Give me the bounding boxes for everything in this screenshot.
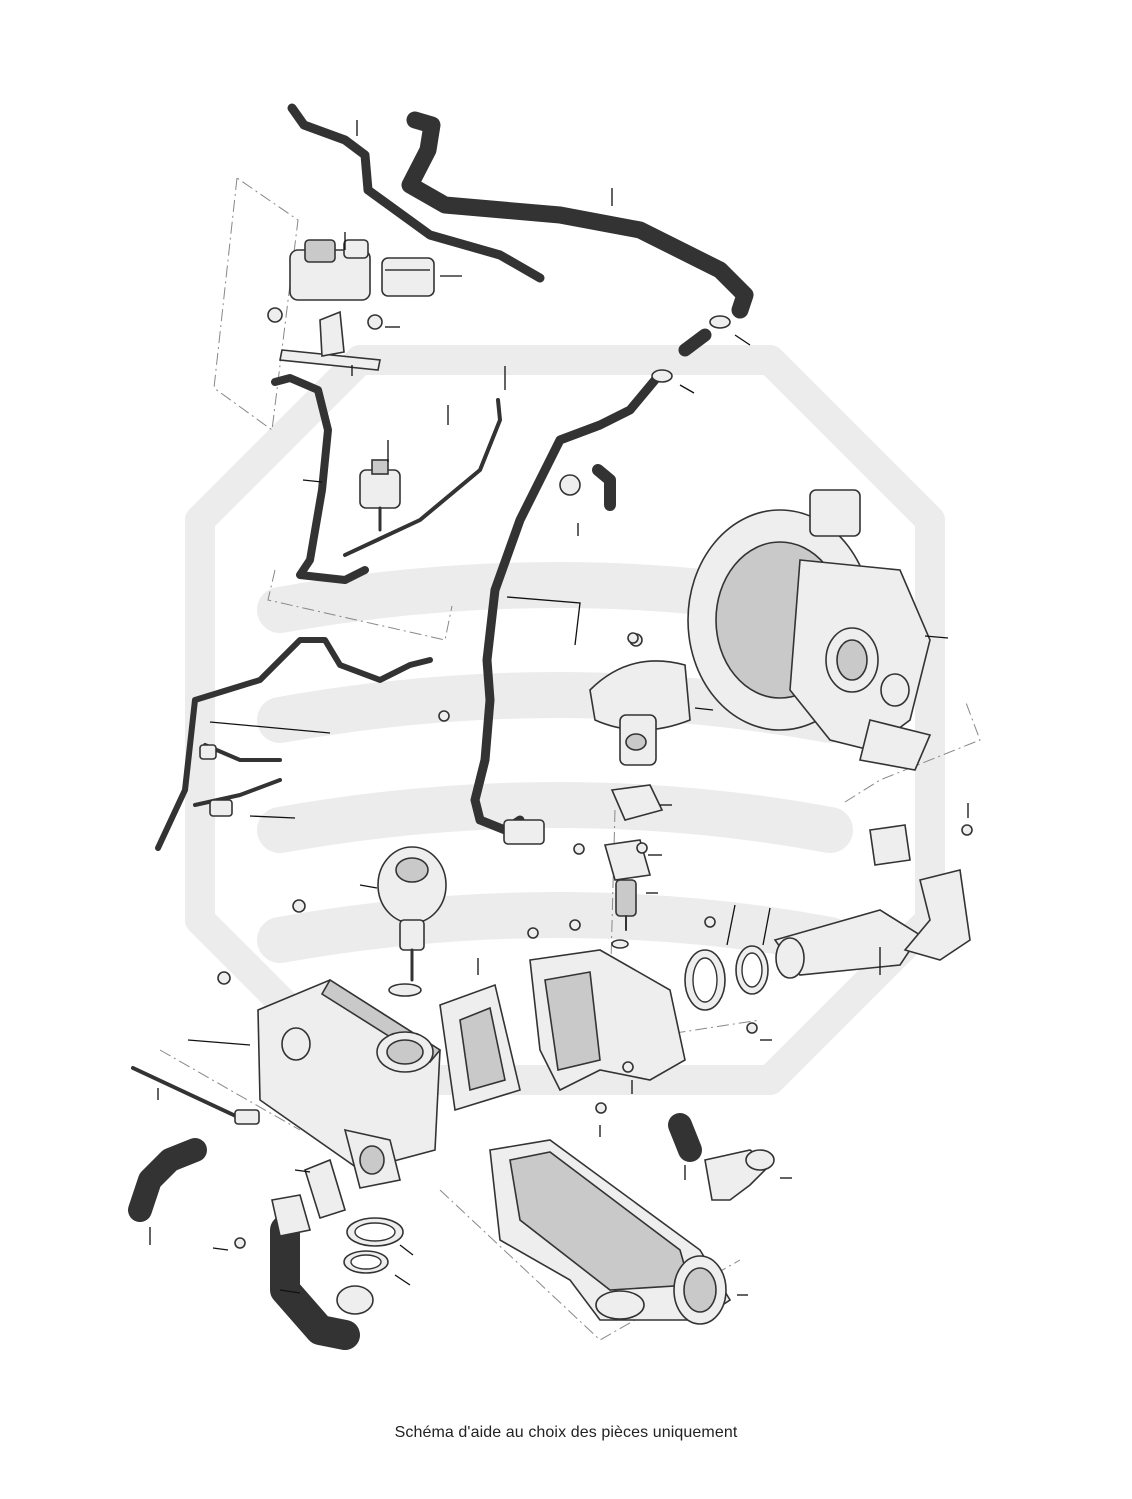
pressure-converter — [289, 239, 371, 301]
egr-cooler — [257, 978, 442, 1189]
bolts — [217, 632, 973, 1249]
breather-hose — [401, 111, 754, 319]
exhaust-pipe — [270, 1194, 374, 1350]
thermostat-housing — [704, 1149, 775, 1201]
diagram-caption: Schéma d'aide au choix des pièces unique… — [394, 1424, 738, 1441]
connector-plug — [381, 257, 435, 297]
coolant-pipe — [470, 375, 660, 845]
leader-lines — [149, 120, 969, 1296]
parts-diagram — [128, 103, 981, 1350]
egr-valve — [589, 633, 691, 821]
temperature-sensor — [131, 1066, 260, 1125]
vacuum-hose — [287, 103, 545, 283]
intake-pipe — [529, 869, 971, 1092]
wiring-harness — [155, 637, 433, 851]
solenoid-valve — [343, 398, 502, 557]
turbocharger — [687, 489, 932, 771]
coolant-hose — [128, 1113, 702, 1222]
vacuum-line — [271, 374, 369, 584]
intake-manifold — [489, 1139, 732, 1325]
pressure-sensor — [611, 879, 637, 949]
logo-watermark — [185, 345, 945, 1095]
mounting-bracket — [267, 307, 383, 371]
coolant-hose — [559, 315, 731, 511]
vacuum-actuator — [377, 846, 447, 997]
hose-clamp — [343, 945, 769, 1274]
gasket — [304, 824, 911, 1220]
